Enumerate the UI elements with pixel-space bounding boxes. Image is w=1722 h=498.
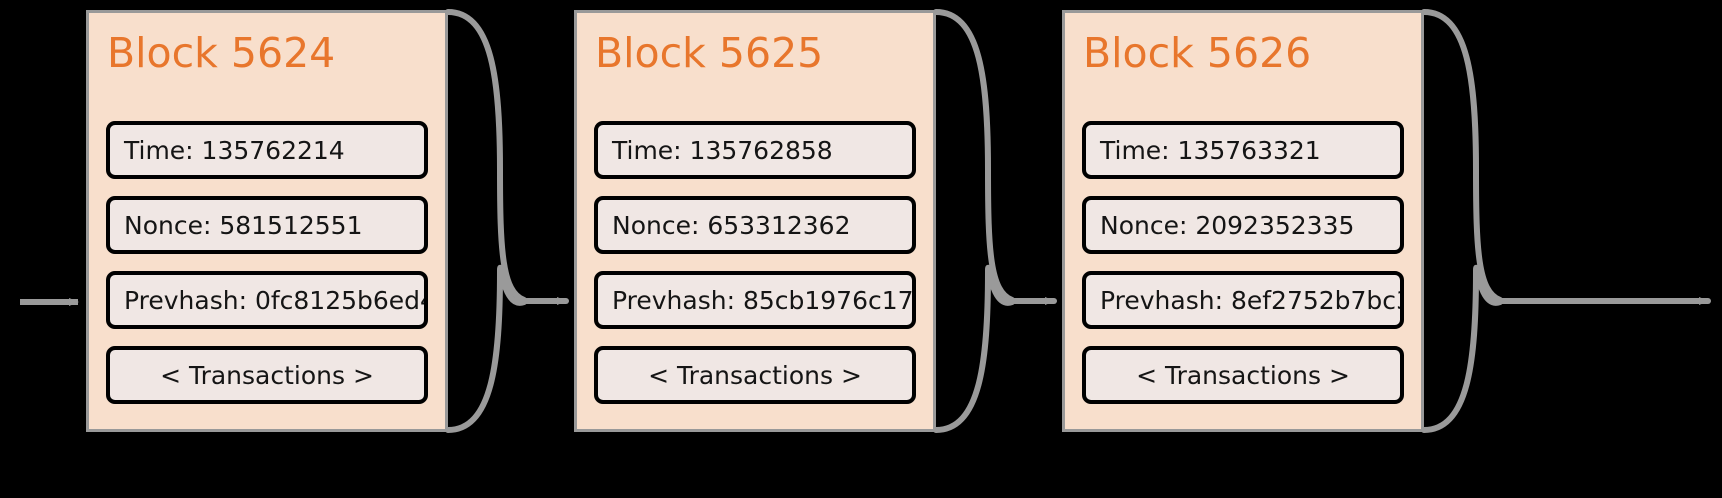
block-fields: Time: 135762214 Nonce: 581512551 Prevhas…: [106, 121, 428, 404]
outbound-arrow: [1421, 9, 1711, 433]
block-card-0[interactable]: Block 5624 Time: 135762214 Nonce: 581512…: [86, 10, 448, 432]
field-time: Time: 135762858: [594, 121, 916, 179]
block-card-1[interactable]: Block 5625 Time: 135762858 Nonce: 653312…: [574, 10, 936, 432]
link-5625-to-5626: [933, 9, 1057, 433]
block-title: Block 5624: [107, 29, 336, 77]
block-fields: Time: 135762858 Nonce: 653312362 Prevhas…: [594, 121, 916, 404]
field-transactions[interactable]: < Transactions >: [594, 346, 916, 404]
field-prevhash: Prevhash: 85cb1976c171: [594, 271, 916, 329]
field-time: Time: 135762214: [106, 121, 428, 179]
field-transactions[interactable]: < Transactions >: [1082, 346, 1404, 404]
field-transactions[interactable]: < Transactions >: [106, 346, 428, 404]
block-title: Block 5626: [1083, 29, 1312, 77]
field-time: Time: 135763321: [1082, 121, 1404, 179]
field-nonce: Nonce: 2092352335: [1082, 196, 1404, 254]
block-card-2[interactable]: Block 5626 Time: 135763321 Nonce: 209235…: [1062, 10, 1424, 432]
block-fields: Time: 135763321 Nonce: 2092352335 Prevha…: [1082, 121, 1404, 404]
link-5624-to-5625: [445, 9, 569, 433]
field-nonce: Nonce: 653312362: [594, 196, 916, 254]
field-prevhash: Prevhash: 0fc8125b6ed4: [106, 271, 428, 329]
field-prevhash: Prevhash: 8ef2752b7bc3: [1082, 271, 1404, 329]
field-nonce: Nonce: 581512551: [106, 196, 428, 254]
block-title: Block 5625: [595, 29, 824, 77]
